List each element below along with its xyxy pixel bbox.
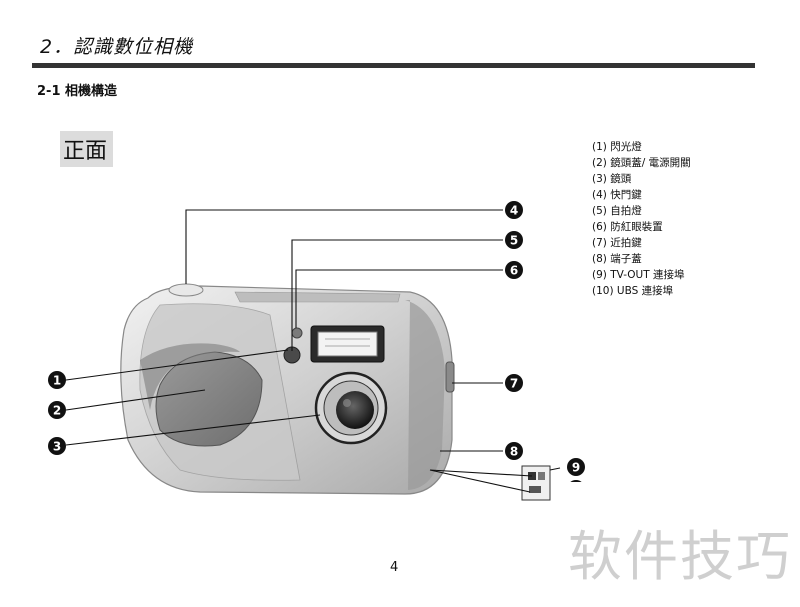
flash-window: [310, 325, 385, 363]
callout-badge-6: 6: [505, 261, 523, 279]
svg-text:4: 4: [510, 204, 518, 218]
callout-crop-mask: [560, 482, 590, 502]
legend-item-tv-out: (9) TV-OUT 連接埠: [592, 269, 685, 281]
port-panel: [521, 465, 551, 501]
svg-text:2: 2: [53, 404, 61, 418]
callout-badge-5: 5: [505, 231, 523, 249]
svg-text:7: 7: [510, 377, 518, 391]
legend-item-flash: (1) 閃光燈: [592, 141, 642, 153]
macro-button: [445, 361, 455, 393]
svg-text:5: 5: [510, 234, 518, 248]
legend-item-macro: (7) 近拍鍵: [592, 237, 642, 249]
callout-badge-9: 9: [567, 458, 585, 476]
legend-item-shutter: (4) 快門鍵: [592, 189, 642, 201]
callout-badge-1: 1: [48, 371, 66, 389]
lens: [314, 371, 388, 445]
callout-badge-2: 2: [48, 401, 66, 419]
callout-badge-4: 4: [505, 201, 523, 219]
svg-text:8: 8: [510, 445, 518, 459]
legend-item-lens: (3) 鏡頭: [592, 173, 632, 185]
watermark: 软件技巧: [568, 525, 792, 588]
legend-item-port-cover: (8) 端子蓋: [592, 253, 642, 265]
lens-cover: [140, 343, 263, 447]
legend-item-red-eye: (6) 防紅眼裝置: [592, 221, 663, 233]
chapter-title: 2．認識數位相機: [40, 36, 194, 58]
legend-item-self-timer: (5) 自拍燈: [592, 205, 642, 217]
front-view-label: 正面: [60, 131, 114, 167]
shutter-button: [168, 283, 204, 297]
page-number: 4: [390, 560, 399, 575]
legend-item-lens-cover: (2) 鏡頭蓋/ 電源開關: [592, 157, 691, 169]
parts-legend: (1) 閃光燈 (2) 鏡頭蓋/ 電源開關 (3) 鏡頭 (4) 快門鍵 (5)…: [592, 139, 691, 299]
callout-leaders: [65, 209, 561, 493]
section-title: 2-1 相機構造: [37, 84, 118, 99]
callout-badge-7: 7: [505, 374, 523, 392]
svg-text:6: 6: [510, 264, 518, 278]
self-timer-lamp: [291, 327, 303, 339]
callout-badge-3: 3: [48, 437, 66, 455]
legend-item-usb: (10) UBS 連接埠: [592, 285, 674, 297]
svg-text:9: 9: [572, 461, 580, 475]
header-rule: [32, 63, 755, 68]
callout-badge-8: 8: [505, 442, 523, 460]
svg-text:1: 1: [53, 374, 61, 388]
svg-text:3: 3: [53, 440, 61, 454]
